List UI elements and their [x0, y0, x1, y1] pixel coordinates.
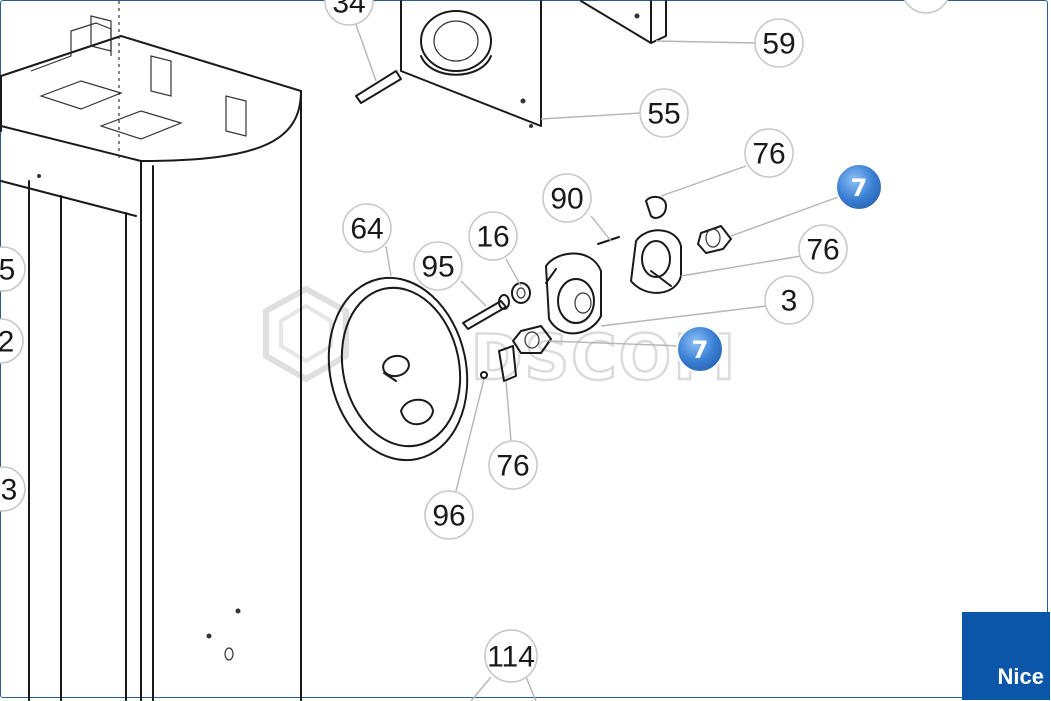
part-plate-55 [355, 0, 542, 128]
brand-label: Nice [997, 664, 1044, 689]
watermark: DSCOM [263, 285, 736, 395]
highlight-badge-top[interactable]: 7 [835, 163, 883, 211]
small-parts [462, 282, 552, 382]
svg-text:3: 3 [1, 474, 18, 507]
callout-edge-3: 3 [0, 466, 26, 512]
part-lever [630, 195, 732, 294]
svg-text:7: 7 [851, 174, 868, 202]
cabinet-housing [0, 1, 302, 701]
svg-text:114: 114 [487, 641, 535, 674]
callout-64: 64 [342, 203, 392, 253]
callout-edge-5: 5 [0, 246, 26, 292]
svg-text:34: 34 [332, 0, 365, 20]
callout-114: 114 [484, 629, 538, 683]
callout-59: 59 [754, 18, 804, 68]
svg-text:90: 90 [550, 183, 583, 216]
svg-text:76: 76 [806, 234, 839, 267]
callout-96: 96 [424, 490, 474, 540]
callout-16: 16 [468, 211, 518, 261]
callout-76-bottom: 76 [488, 440, 538, 490]
svg-text:76: 76 [496, 450, 529, 483]
callout-edge-2: 2 [0, 318, 24, 364]
svg-text:76: 76 [752, 138, 785, 171]
svg-text:2: 2 [0, 326, 14, 359]
highlight-badge-bottom[interactable]: 7 [676, 325, 724, 373]
svg-text:16: 16 [476, 221, 509, 254]
svg-text:96: 96 [432, 500, 465, 533]
svg-text:64: 64 [350, 213, 383, 246]
leader-lines [352, 15, 842, 701]
callout-34: 34 [324, 0, 374, 26]
svg-text:7: 7 [692, 336, 709, 364]
callout-76-top: 76 [744, 128, 794, 178]
svg-text:5: 5 [0, 254, 15, 287]
callout-76-right: 76 [798, 224, 848, 274]
svg-text:55: 55 [647, 98, 680, 131]
callout-3: 3 [764, 275, 814, 325]
part-handwheel-64 [327, 276, 469, 462]
callout-55: 55 [639, 88, 689, 138]
callout-90: 90 [542, 173, 592, 223]
callout-edge-top-right [903, 0, 949, 14]
svg-text:59: 59 [762, 28, 795, 61]
svg-text:3: 3 [781, 285, 798, 318]
callout-95: 95 [413, 241, 463, 291]
part-hub [545, 236, 620, 335]
part-bracket-59 [580, 0, 667, 44]
brand-logo: Nice [962, 612, 1050, 700]
svg-text:95: 95 [421, 251, 454, 284]
